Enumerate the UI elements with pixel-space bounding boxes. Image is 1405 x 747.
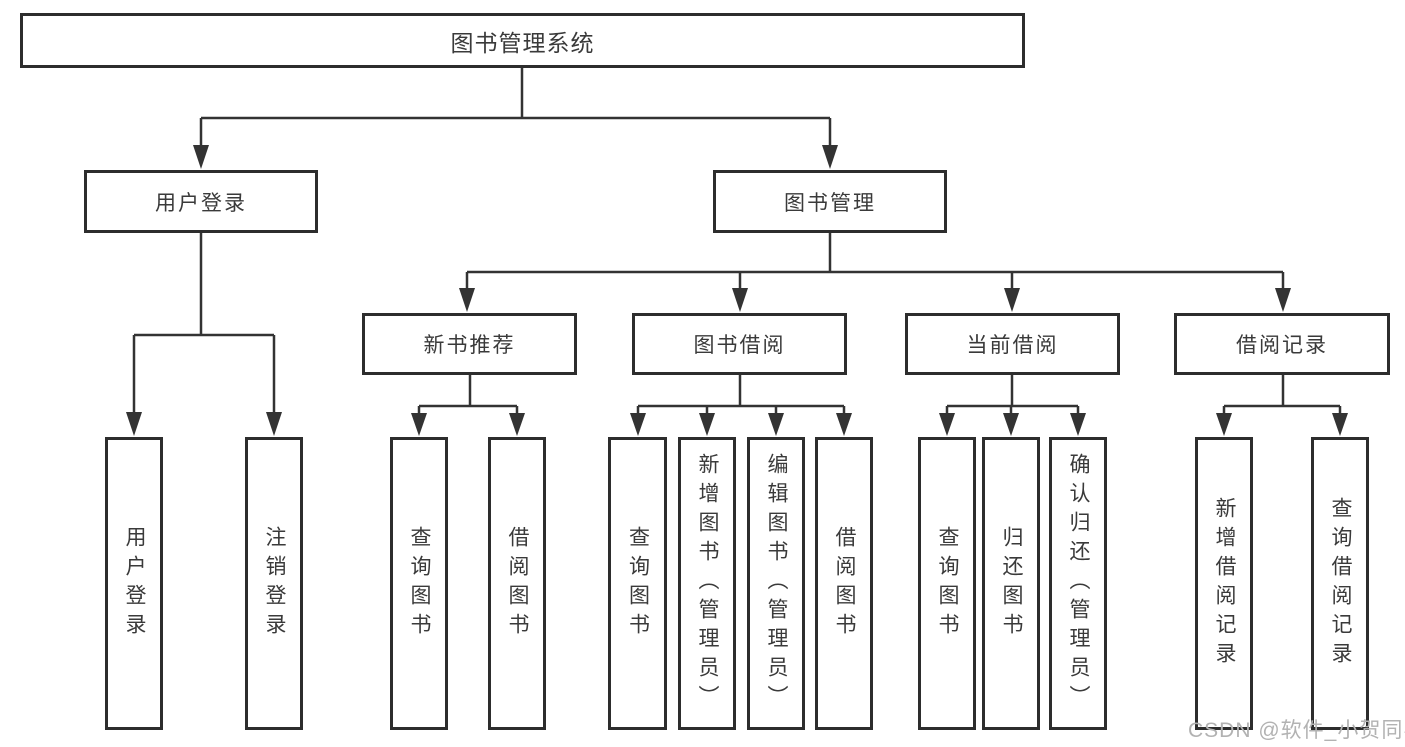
connector-book-borrow <box>630 375 852 436</box>
node-borrow-record: 借阅记录 <box>1174 313 1390 375</box>
leaf-borrow-book: 借阅图书 <box>815 437 873 730</box>
leaf-edit-book-admin: 编辑图书（管理员） <box>747 437 805 730</box>
leaf-query-book-recommend: 查询图书 <box>390 437 448 730</box>
leaf-add-borrow-record: 新增借阅记录 <box>1195 437 1253 730</box>
node-user-login: 用户登录 <box>84 170 318 233</box>
leaf-add-book-admin: 新增图书（管理员） <box>678 437 736 730</box>
leaf-borrow-book-recommend: 借阅图书 <box>488 437 546 730</box>
node-new-book-recommend: 新书推荐 <box>362 313 577 375</box>
connector-user-login <box>126 233 282 436</box>
leaf-logout: 注销登录 <box>245 437 303 730</box>
node-root: 图书管理系统 <box>20 13 1025 68</box>
leaf-query-book: 查询图书 <box>608 437 667 730</box>
csdn-watermark: CSDN @软件_小贺同学 <box>1188 719 1405 742</box>
connector-book-management <box>459 233 1291 312</box>
leaf-return-book: 归还图书 <box>982 437 1040 730</box>
node-current-borrow: 当前借阅 <box>905 313 1120 375</box>
node-book-management: 图书管理 <box>713 170 947 233</box>
node-book-borrow: 图书借阅 <box>632 313 847 375</box>
leaf-user-login: 用户登录 <box>105 437 163 730</box>
connector-root <box>193 68 838 169</box>
connector-current-borrow <box>939 375 1086 436</box>
connector-new-book <box>411 375 525 436</box>
leaf-query-borrow-record: 查询借阅记录 <box>1311 437 1369 730</box>
connector-borrow-record <box>1216 375 1348 436</box>
leaf-query-current-book: 查询图书 <box>918 437 976 730</box>
leaf-confirm-return-admin: 确认归还（管理员） <box>1049 437 1107 730</box>
